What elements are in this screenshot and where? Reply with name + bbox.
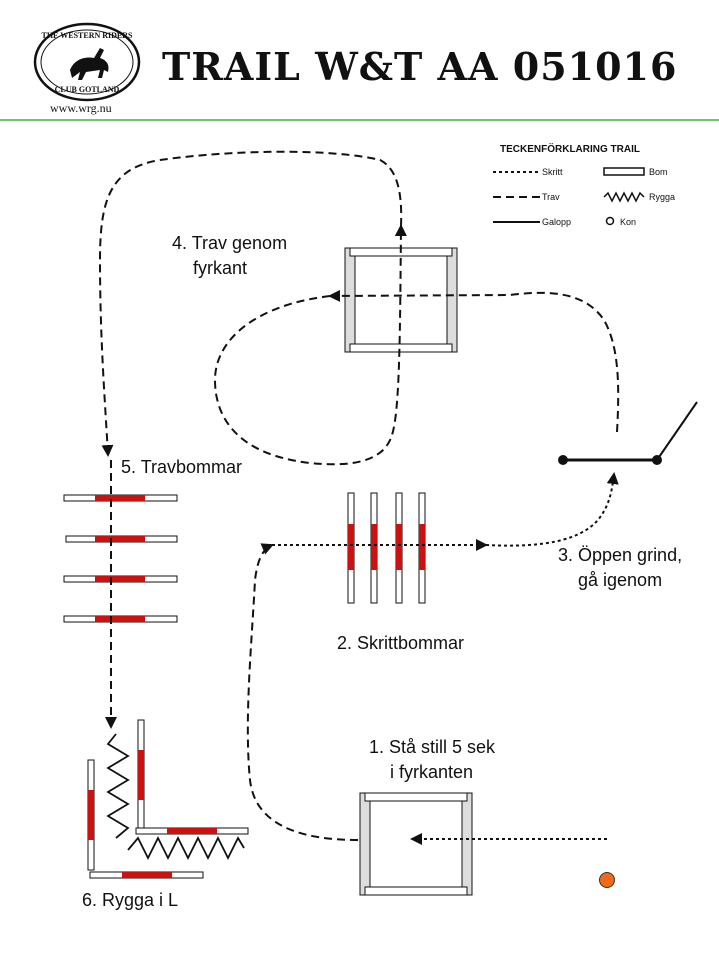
label-obstacle-1-line2: i fyrkanten xyxy=(390,762,473,782)
gate xyxy=(558,401,698,465)
legend-label-bom: Bom xyxy=(649,167,668,177)
walk-pole xyxy=(347,492,355,604)
logo-text-bottom: CLUB GOTLAND xyxy=(55,85,120,94)
trot-pole xyxy=(63,494,178,502)
legend-title: TECKENFÖRKLARING TRAIL xyxy=(500,142,640,155)
horse-rider-icon xyxy=(70,48,109,80)
l-pole xyxy=(135,827,249,835)
legend-label-rygga: Rygga xyxy=(649,192,675,202)
trot-poles xyxy=(63,494,178,623)
route-trot-top xyxy=(98,150,403,457)
legend-label-skritt: Skritt xyxy=(542,167,563,177)
label-obstacle-5: 5. Travbommar xyxy=(121,457,242,477)
route-trot-loop xyxy=(213,224,407,466)
route-trot-to-box xyxy=(328,289,620,433)
start-cone xyxy=(599,872,615,888)
label-obstacle-6: 6. Rygga i L xyxy=(82,890,178,910)
l-pole xyxy=(87,759,95,871)
walk-pole xyxy=(418,492,426,604)
l-pole xyxy=(89,871,204,879)
website-link[interactable]: www.wrg.nu xyxy=(50,101,112,115)
legend: TECKENFÖRKLARING TRAIL Skritt Trav Galop… xyxy=(493,142,675,227)
trot-pole xyxy=(63,615,178,623)
legend-label-galopp: Galopp xyxy=(542,217,571,227)
page-title: TRAIL W&T AA 051016 xyxy=(162,44,677,89)
trot-pole xyxy=(65,535,178,543)
label-obstacle-4-line1: 4. Trav genom xyxy=(172,233,287,253)
l-pole xyxy=(137,719,145,831)
route-trot-to-poles xyxy=(246,543,359,841)
walk-poles xyxy=(347,492,426,604)
label-obstacle-2: 2. Skrittbommar xyxy=(337,633,464,653)
logo-text-top: THE WESTERN RIDERS xyxy=(42,31,134,40)
walk-pole xyxy=(395,492,403,604)
label-obstacle-3-line2: gå igenom xyxy=(578,570,662,590)
legend-cone-icon xyxy=(605,216,615,226)
trot-pole xyxy=(63,575,178,583)
legend-zigzag-icon xyxy=(603,191,645,203)
walk-pole xyxy=(370,492,378,604)
legend-label-kon: Kon xyxy=(620,217,636,227)
label-obstacle-3-line1: 3. Öppen grind, xyxy=(558,545,682,565)
label-obstacle-4-line2: fyrkant xyxy=(193,258,247,278)
route-walk-to-gate xyxy=(485,472,619,547)
label-obstacle-1-line1: 1. Stå still 5 sek xyxy=(369,737,496,757)
club-logo: THE WESTERN RIDERS CLUB GOTLAND xyxy=(33,22,141,102)
backup-zigzag-vertical-icon xyxy=(106,733,130,839)
legend-label-trav: Trav xyxy=(542,192,560,202)
back-up-l-poles xyxy=(87,719,249,879)
backup-zigzag-horizontal-icon xyxy=(127,835,245,861)
square-box-lower xyxy=(359,792,473,896)
legend-pole-box-icon xyxy=(603,167,645,176)
